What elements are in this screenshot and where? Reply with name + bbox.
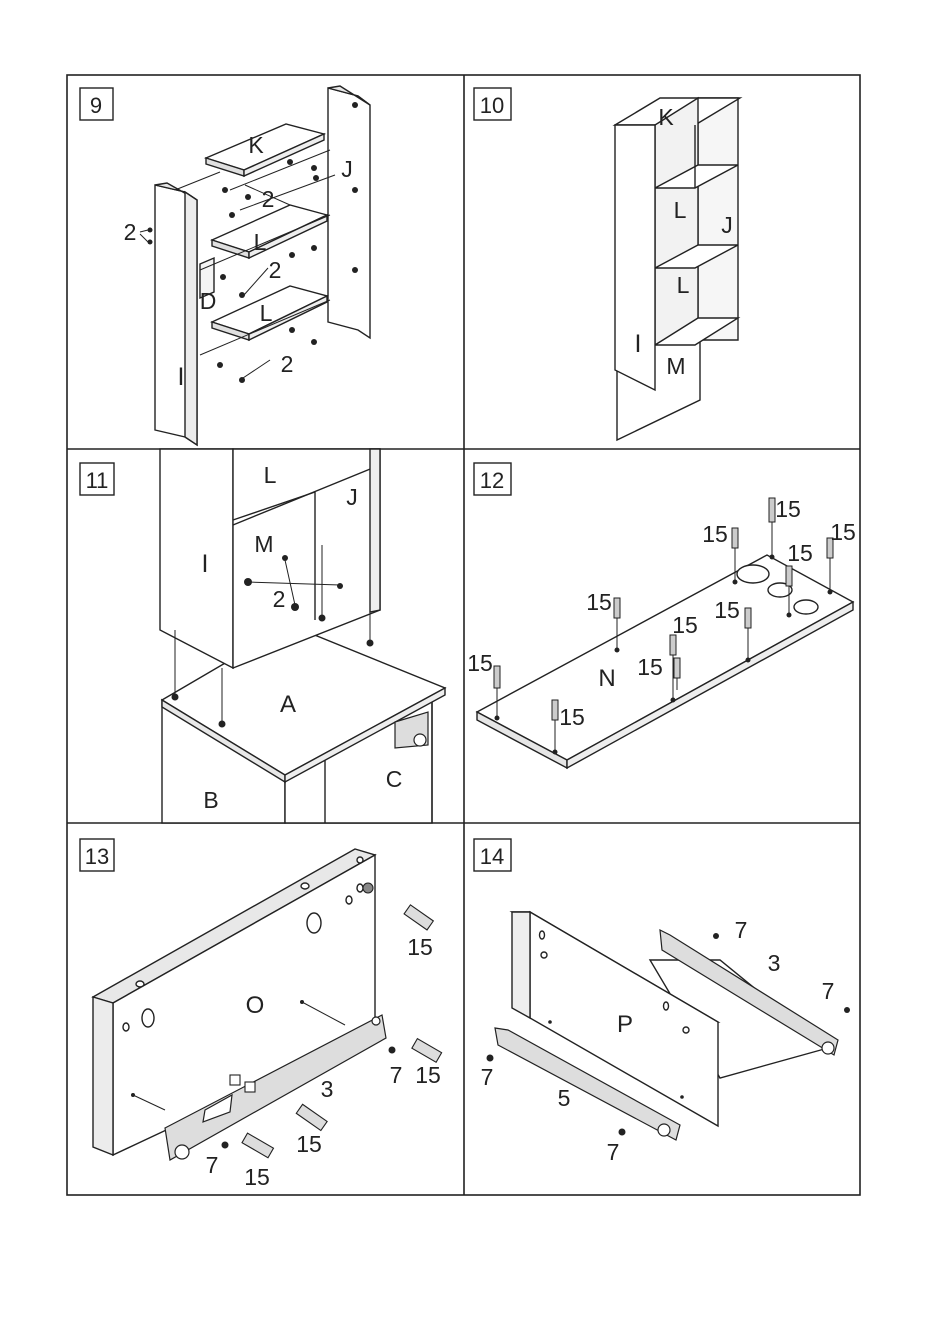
step-14-part-P: P bbox=[617, 1011, 633, 1038]
step-11-part-M: M bbox=[254, 531, 273, 557]
step-9-part-I: I bbox=[178, 363, 185, 391]
step-12-hardware-15-e: 15 bbox=[637, 654, 663, 680]
step-12-number: 12 bbox=[480, 468, 504, 493]
step-9-part-K: K bbox=[248, 132, 264, 158]
step-10-part-L-lower: L bbox=[677, 272, 690, 298]
step-12-part-N: N bbox=[598, 665, 615, 692]
step-11-part-A: A bbox=[280, 691, 296, 718]
step-14-number: 14 bbox=[480, 844, 504, 869]
step-10-part-M: M bbox=[666, 353, 685, 379]
step-12-panel: 12 N 15 15 15 1 bbox=[467, 463, 856, 768]
step-13-panel: 13 bbox=[80, 839, 442, 1190]
step-10-panel: 10 K L J L I M bbox=[474, 88, 740, 440]
step-11-panel: 11 bbox=[80, 449, 445, 823]
step-12-hardware-15-d: 15 bbox=[672, 612, 698, 638]
step-10-part-I: I bbox=[635, 330, 642, 358]
step-9-hardware-2-bottom: 2 bbox=[281, 351, 294, 377]
step-13-hardware-15-bottom: 15 bbox=[244, 1164, 270, 1190]
step-14-hardware-7-right: 7 bbox=[822, 978, 835, 1004]
step-11-part-C: C bbox=[386, 766, 403, 792]
step-13-part-O: O bbox=[246, 992, 265, 1019]
step-9-part-L-lower: L bbox=[260, 300, 273, 326]
step-9-part-L-upper: L bbox=[254, 229, 267, 255]
step-14-hardware-7-left: 7 bbox=[481, 1064, 494, 1090]
step-10-part-K: K bbox=[658, 104, 674, 130]
step-11-part-J: J bbox=[346, 484, 358, 510]
step-9-hardware-2-left: 2 bbox=[124, 219, 137, 245]
step-10-part-L-upper: L bbox=[674, 197, 687, 223]
step-13-hardware-7-right: 7 bbox=[390, 1062, 403, 1088]
step-10-part-J: J bbox=[721, 212, 733, 238]
step-12-hardware-15-h: 15 bbox=[775, 496, 801, 522]
step-12-hardware-15-g: 15 bbox=[702, 521, 728, 547]
step-13-number: 13 bbox=[85, 844, 109, 869]
step-13-hardware-15-right: 15 bbox=[415, 1062, 441, 1088]
step-9-hardware-2-top: 2 bbox=[262, 186, 275, 212]
step-11-part-I: I bbox=[202, 550, 209, 578]
step-12-hardware-15-f: 15 bbox=[714, 597, 740, 623]
step-13-hardware-15-mid: 15 bbox=[296, 1131, 322, 1157]
step-9-part-J: J bbox=[341, 156, 353, 182]
step-12-hardware-15-i: 15 bbox=[787, 540, 813, 566]
step-9-panel: 9 bbox=[80, 86, 370, 445]
step-9-part-D: D bbox=[200, 288, 217, 314]
step-13-hardware-3: 3 bbox=[321, 1076, 334, 1102]
step-12-drawing bbox=[477, 555, 853, 768]
step-14-hardware-7-bottom: 7 bbox=[607, 1139, 620, 1165]
step-14-panel: 14 P 7 3 7 bbox=[474, 839, 850, 1165]
step-11-part-B: B bbox=[203, 787, 218, 813]
step-9-hardware-2-middle: 2 bbox=[269, 257, 282, 283]
step-10-number: 10 bbox=[480, 93, 504, 118]
step-12-hardware-15-b: 15 bbox=[559, 704, 585, 730]
step-12-hardware-15-c: 15 bbox=[586, 589, 612, 615]
step-11-part-L: L bbox=[264, 462, 277, 488]
step-11-number: 11 bbox=[86, 468, 109, 493]
step-11-hardware-2: 2 bbox=[273, 586, 286, 612]
step-14-hardware-7-top: 7 bbox=[735, 917, 748, 943]
step-14-hardware-5: 5 bbox=[558, 1085, 571, 1111]
step-14-hardware-3: 3 bbox=[768, 950, 781, 976]
step-13-hardware-15-top: 15 bbox=[407, 934, 433, 960]
step-13-hardware-7-left: 7 bbox=[206, 1152, 219, 1178]
step-12-hardware-15-a: 15 bbox=[467, 650, 493, 676]
step-10-drawing bbox=[615, 98, 740, 440]
step-9-number: 9 bbox=[90, 93, 102, 118]
step-12-hardware-15-j: 15 bbox=[830, 519, 856, 545]
